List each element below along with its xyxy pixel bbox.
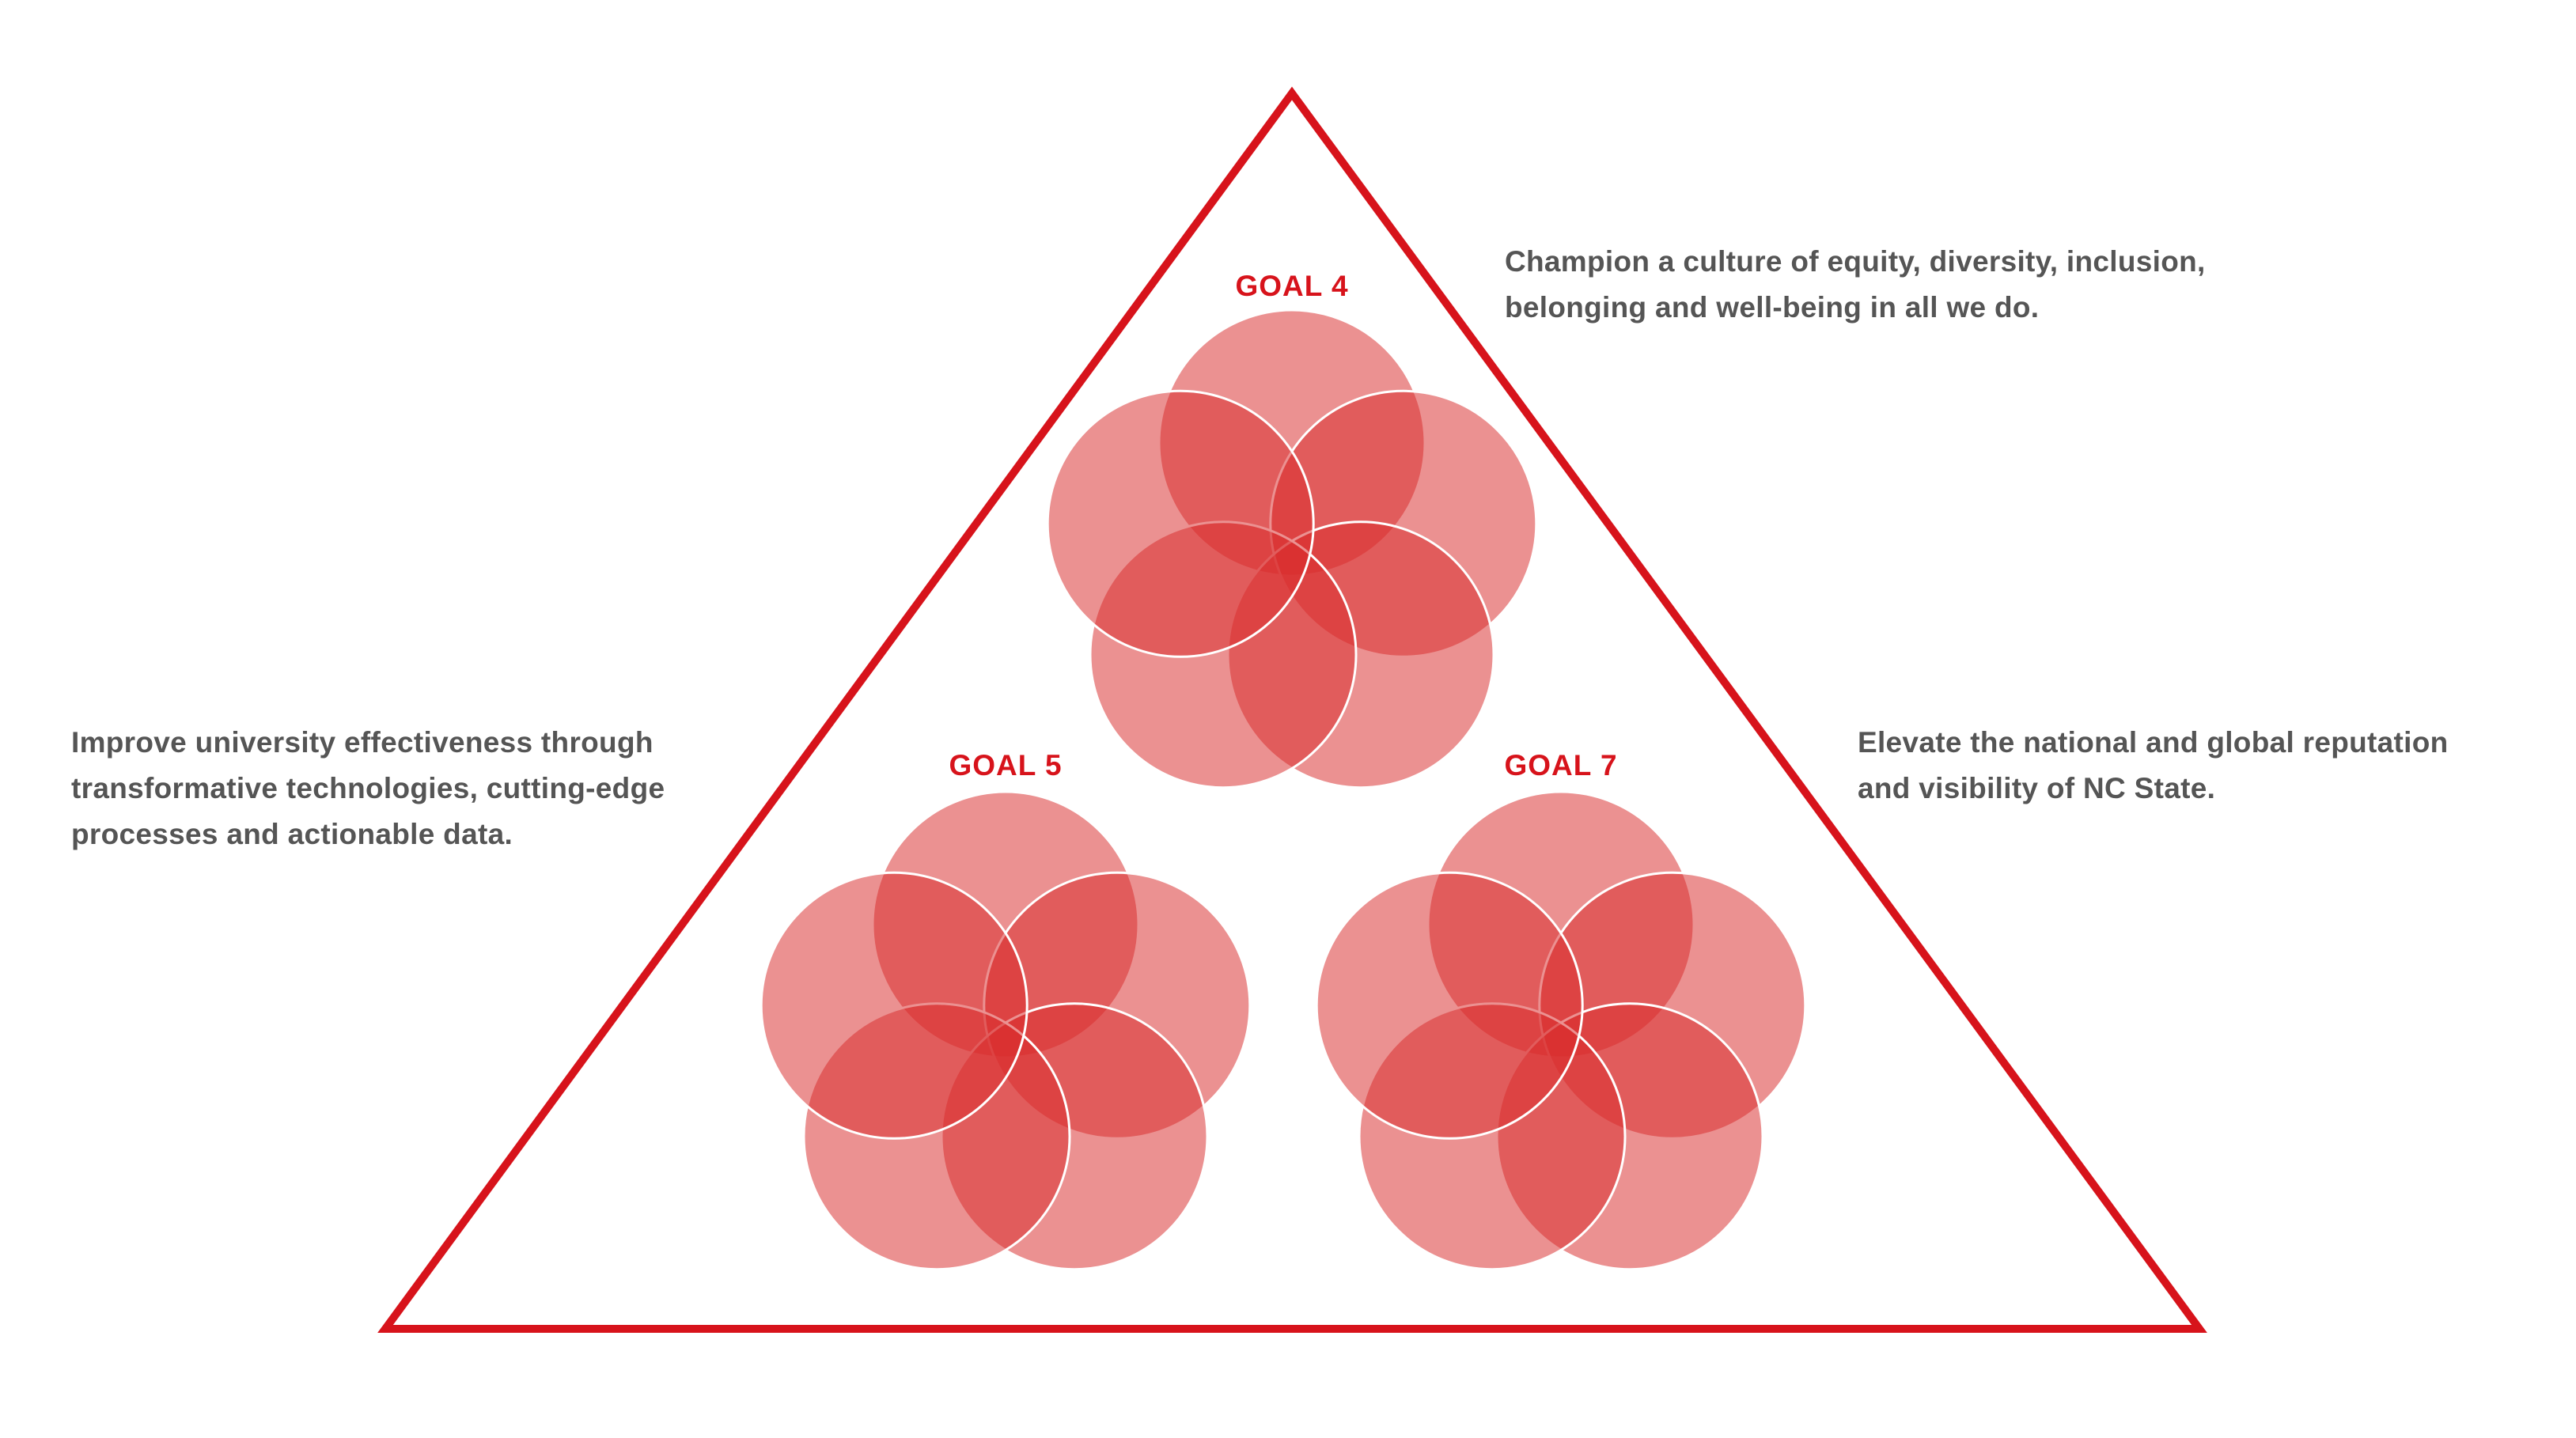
description-line: and visibility of NC State. (1858, 772, 2216, 804)
triangle-outline (377, 86, 2207, 1333)
goal-5-label: GOAL 5 (949, 749, 1062, 781)
goal-7-label: GOAL 7 (1504, 749, 1617, 781)
petal-circle (1046, 389, 1315, 658)
goal-4-label: GOAL 4 (1235, 270, 1348, 302)
goal-5-circle-cluster (760, 790, 1252, 1271)
goal-7-circle-cluster (1315, 790, 1807, 1271)
goal-4-circle-cluster (1046, 308, 1538, 789)
description-line: processes and actionable data. (71, 818, 513, 850)
goal-5-description: Improve university effectiveness through… (71, 720, 665, 857)
goal-4-description: Champion a culture of equity, diversity,… (1505, 239, 2206, 331)
goal-7-description: Elevate the national and global reputati… (1858, 720, 2449, 812)
description-line: Champion a culture of equity, diversity,… (1505, 245, 2206, 278)
description-line: transformative technologies, cutting-edg… (71, 772, 665, 804)
petal-circle (1315, 871, 1584, 1140)
description-line: Improve university effectiveness through (71, 726, 653, 759)
description-line: Elevate the national and global reputati… (1858, 726, 2449, 759)
description-line: belonging and well-being in all we do. (1505, 291, 2040, 324)
petal-circle (760, 871, 1029, 1140)
